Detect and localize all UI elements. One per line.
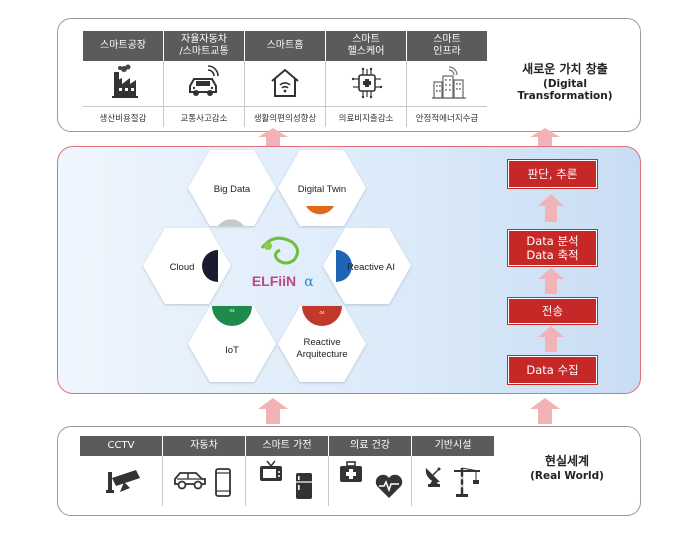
top-category-5-title: 스마트 인프라 [407, 31, 487, 61]
heart-pulse-icon [375, 474, 403, 498]
top-category-5-footer: 안정적에너지수급 [415, 114, 479, 124]
pipeline-arrow [538, 268, 564, 294]
top-side-subtitle: (Digital Transformation) [517, 78, 613, 102]
car-side-icon [174, 472, 206, 490]
fridge-icon [296, 473, 312, 499]
bottom-divider [328, 456, 329, 506]
medkit-icon [340, 461, 362, 482]
pipeline-arrow [538, 326, 564, 352]
top-divider [325, 61, 326, 127]
top-category-4-footer: 의료비지출감소 [338, 114, 394, 124]
hexagon-reactive-ai-label: Reactive AI [347, 262, 395, 273]
bottom-category-5-title: 기반시설 [412, 436, 494, 456]
hexagon-reactive-ai: 05 Reactive AI [323, 228, 411, 304]
bottom-divider [245, 456, 246, 506]
hexagon-reactive-arquitecture: 04 Reactive Arquitecture [278, 306, 366, 382]
hexagon-reactive-ai-number: 05 [327, 264, 333, 269]
top-category-2-footer: 교통사고감소 [180, 114, 228, 124]
elfin-logo-alpha: α [304, 274, 314, 290]
top-category-3-title: 스마트홈 [245, 31, 325, 61]
bottom-category-3-title: 스마트 가전 [246, 436, 328, 456]
top-divider [244, 61, 245, 127]
hexagon-cloud-number: 02 [221, 264, 227, 269]
hexagon-big-data-label: Big Data [214, 184, 251, 195]
hexagon-iot-number: 03 [229, 308, 235, 313]
top-divider [406, 61, 407, 127]
hexagon-big-data: Big Data [188, 150, 276, 226]
up-arrow-top-left [258, 128, 288, 148]
bottom-divider [162, 456, 163, 506]
crane-icon [454, 467, 480, 497]
smartphone-icon [215, 468, 231, 497]
bottom-divider [411, 456, 412, 506]
bottom-side-subtitle: (Real World) [530, 470, 604, 482]
hexagon-cloud: 02 Cloud [143, 228, 231, 304]
bottom-side-title: 현실세계 [544, 454, 590, 468]
factory-icon [112, 64, 138, 98]
top-category-3-footer: 생활의편의성향상 [253, 114, 317, 124]
top-category-4-title: 스마트 헬스케어 [326, 31, 406, 61]
city-building-icon [432, 66, 466, 99]
up-arrow-top-right [530, 128, 560, 148]
satellite-dish-icon [425, 467, 441, 487]
top-category-2-title: 자율자동차 /스마트교통 [164, 31, 244, 61]
pipeline-judgment-box: 판단, 추론 [508, 160, 597, 188]
pipeline-analysis-box: Data 분석 Data 축적 [508, 230, 597, 266]
car-wifi-icon [189, 65, 219, 96]
hexagon-iot-label: IoT [225, 345, 239, 356]
tv-icon [260, 460, 282, 481]
hexagon-cluster: Big Data Digital Twin 02 Cloud 05 Reacti… [143, 150, 411, 382]
pipeline-transmission-box: 전송 [508, 298, 597, 324]
hexagon-digital-twin-label: Digital Twin [298, 184, 346, 195]
bottom-category-2-title: 자동차 [163, 436, 245, 456]
hexagon-reactive-arquitecture-number: 04 [319, 310, 325, 315]
elfin-logo-text: ELFiiN [252, 273, 296, 289]
top-category-1-title: 스마트공장 [83, 31, 163, 61]
pipeline-collection-box: Data 수집 [508, 356, 597, 384]
top-divider [163, 61, 164, 127]
hexagon-reactive-arquitecture-label-line2: Arquitecture [296, 349, 347, 360]
home-wifi-icon [271, 68, 299, 97]
hexagon-iot: 03 IoT [188, 306, 276, 382]
top-category-1-footer: 생산비용절감 [99, 114, 147, 124]
top-side-title: 새로운 가치 창출 [522, 62, 608, 76]
pipeline-arrow [538, 194, 564, 222]
cctv-camera-icon [106, 470, 140, 493]
medical-chip-icon [351, 67, 383, 99]
bottom-category-1-title: CCTV [80, 436, 162, 456]
hexagon-cloud-label: Cloud [170, 262, 195, 273]
top-footer-line [83, 106, 487, 107]
elfin-logo: ELFiiN α [252, 236, 314, 290]
up-arrow-bottom-left [258, 398, 288, 424]
hexagon-digital-twin: Digital Twin [278, 150, 366, 226]
hexagon-reactive-arquitecture-label-line1: Reactive [304, 337, 341, 348]
up-arrow-bottom-right [530, 398, 560, 424]
bottom-category-4-title: 의료 건강 [329, 436, 411, 456]
